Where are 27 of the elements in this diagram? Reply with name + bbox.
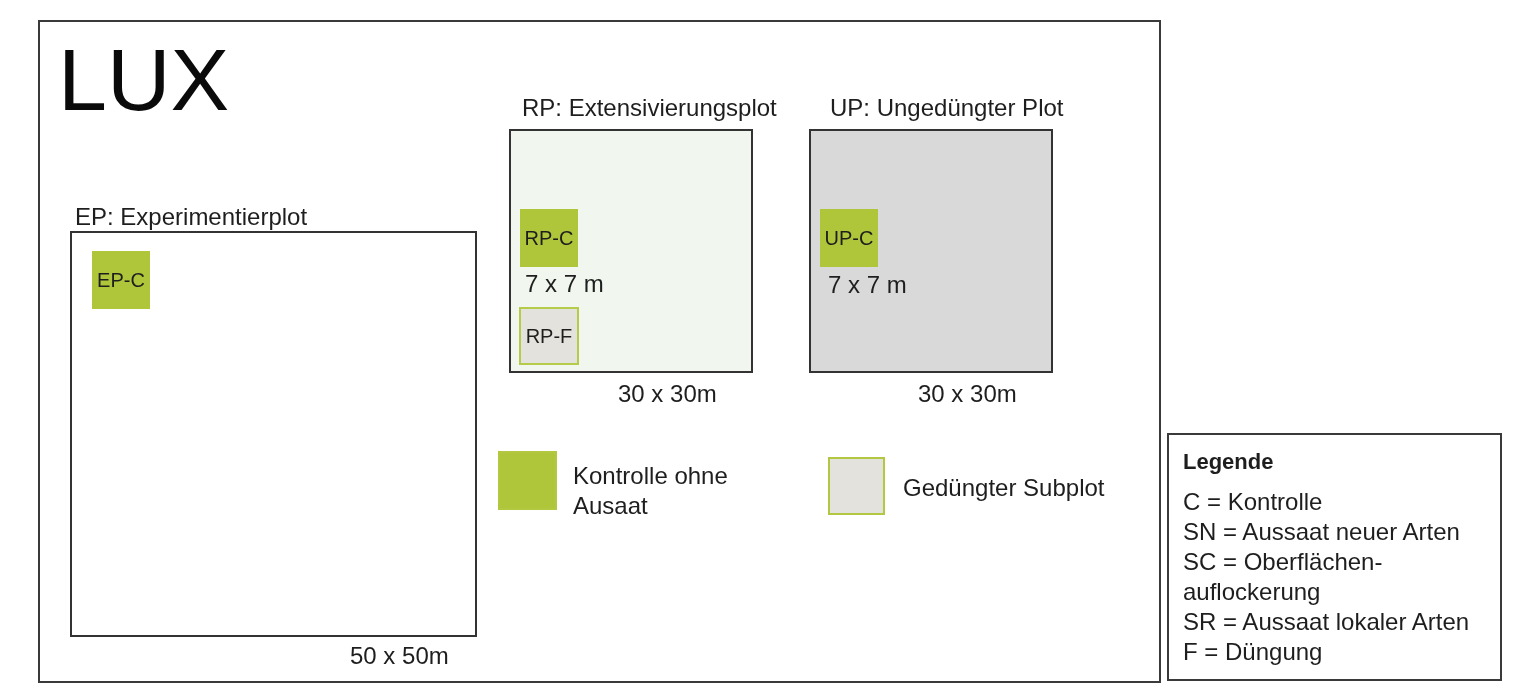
control-subplot bbox=[92, 251, 150, 309]
subplot-label: RP-C bbox=[524, 227, 574, 249]
legend-entry: SN = Aussaat neuer Arten bbox=[1183, 517, 1461, 547]
plot-heading: EP: Experimentierplot bbox=[75, 203, 308, 231]
dimension-label: 30 x 30m bbox=[618, 380, 717, 408]
control-subplot bbox=[820, 209, 878, 267]
plot-heading: UP: Ungedüngter Plot bbox=[830, 94, 1064, 122]
legend-entry: F = Düngung bbox=[1183, 637, 1324, 667]
plot-heading: RP: Extensivierungsplot bbox=[522, 94, 777, 122]
dimension-label: 7 x 7 m bbox=[828, 271, 907, 299]
control-subplot bbox=[520, 209, 578, 267]
legend-entry: SC = Oberflächen- auflockerung bbox=[1183, 547, 1384, 607]
subplot-label: UP-C bbox=[824, 227, 874, 249]
subplot-label: EP-C bbox=[97, 269, 145, 291]
fertilized-subplot bbox=[519, 307, 579, 365]
legend-panel bbox=[1167, 433, 1502, 681]
dimension-label: 50 x 50m bbox=[350, 642, 449, 670]
legend-entry: SR = Aussaat lokaler Arten bbox=[1183, 607, 1471, 637]
site-title: LUX bbox=[58, 36, 230, 124]
legend-label: Gedüngter Subplot bbox=[903, 473, 1106, 503]
site-frame bbox=[38, 20, 1161, 683]
legend-entry: C = Kontrolle bbox=[1183, 487, 1324, 517]
legend-heading: Legende bbox=[1183, 449, 1275, 475]
dimension-label: 30 x 30m bbox=[918, 380, 1017, 408]
legend-label: Kontrolle ohne Ausaat bbox=[573, 461, 729, 521]
subplot-label: RP-F bbox=[525, 325, 573, 347]
dimension-label: 7 x 7 m bbox=[525, 270, 604, 298]
